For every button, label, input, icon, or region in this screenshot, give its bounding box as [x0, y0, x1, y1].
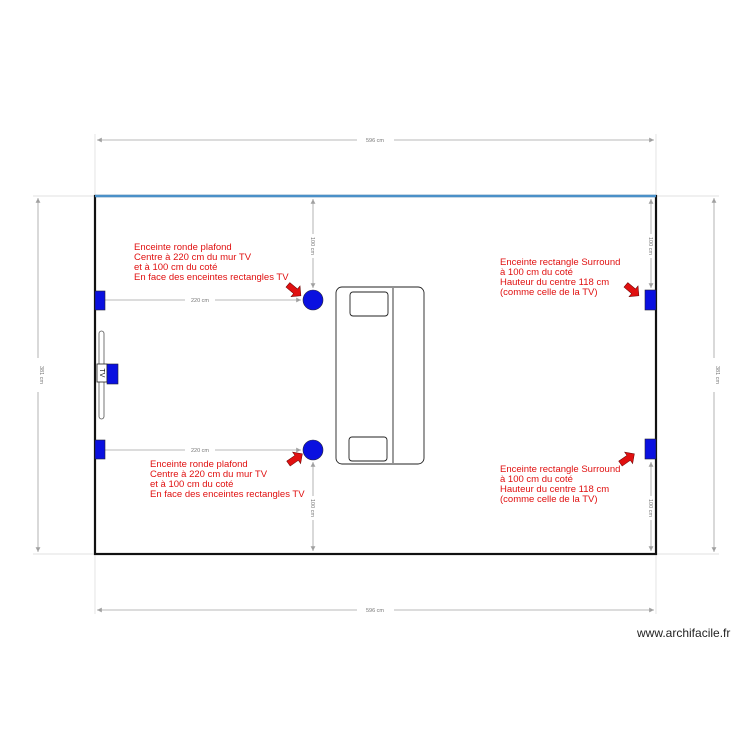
dimension-surround-bottom-offset: 100 cm: [647, 462, 654, 551]
annotation-surround-top: Enceinte rectangle Surround à 100 cm du …: [500, 257, 621, 298]
front-speaker-left-top[interactable]: [94, 290, 106, 311]
dimension-ceiling-bottom-offset-label: 100 cm: [309, 499, 315, 517]
dimension-bottom-label: 596 cm: [366, 608, 384, 614]
sofa-cushion-top: [349, 291, 389, 317]
sofa-seat: [335, 286, 425, 465]
extension-lines: [33, 134, 719, 614]
sofa-cushion-bottom: [348, 436, 388, 462]
annotation-ceiling-top: Enceinte ronde plafond Centre à 220 cm d…: [134, 242, 289, 283]
dimension-bottom: 596 cm: [97, 607, 654, 614]
dimension-ceiling-bottom-distance-label: 220 cm: [191, 448, 209, 454]
dimension-surround-top-offset: 100 cm: [647, 199, 654, 288]
dimension-top: 596 cm: [97, 137, 654, 144]
sofa[interactable]: [335, 286, 425, 465]
surround-speaker-bottom[interactable]: [644, 438, 657, 460]
dimension-top-label: 596 cm: [366, 138, 384, 144]
tv-label: TV: [98, 369, 105, 378]
ceiling-speaker-top[interactable]: [302, 289, 324, 311]
dimension-right: 381 cm: [711, 198, 720, 552]
arrow-icon-ceiling-top: [285, 282, 302, 297]
dimension-surround-top-offset-label: 100 cm: [647, 237, 653, 255]
dimension-ceiling-bottom-offset: 100 cm: [309, 462, 316, 551]
dimension-ceiling-bottom-distance: 220 cm: [98, 447, 301, 454]
front-speaker-left-bottom[interactable]: [94, 439, 106, 460]
dimension-ceiling-top-distance-label: 220 cm: [191, 298, 209, 304]
surround-speaker-top[interactable]: [644, 289, 657, 311]
annotation-ceiling-bottom: Enceinte ronde plafond Centre à 220 cm d…: [150, 459, 305, 500]
annotation-surround-bottom: Enceinte rectangle Surround à 100 cm du …: [500, 464, 621, 505]
dimension-ceiling-top-offset-label: 100 cm: [309, 237, 315, 255]
dimension-left-label: 381 cm: [38, 366, 44, 384]
arrow-icon-surround-bottom: [618, 451, 635, 467]
dimension-ceiling-top-distance: 220 cm: [98, 297, 301, 304]
arrow-icon-surround-top: [623, 282, 640, 297]
dimension-surround-bottom-offset-label: 100 cm: [647, 499, 653, 517]
center-speaker[interactable]: [106, 363, 119, 385]
ceiling-speaker-bottom[interactable]: [302, 439, 324, 461]
dimension-right-label: 381 cm: [714, 366, 720, 384]
tv-unit[interactable]: TV: [96, 330, 119, 420]
watermark[interactable]: www.archifacile.fr: [637, 626, 731, 640]
arrow-icon-ceiling-bottom: [286, 451, 303, 467]
dimension-ceiling-top-offset: 100 cm: [309, 199, 316, 288]
dimension-left: 381 cm: [35, 198, 44, 552]
